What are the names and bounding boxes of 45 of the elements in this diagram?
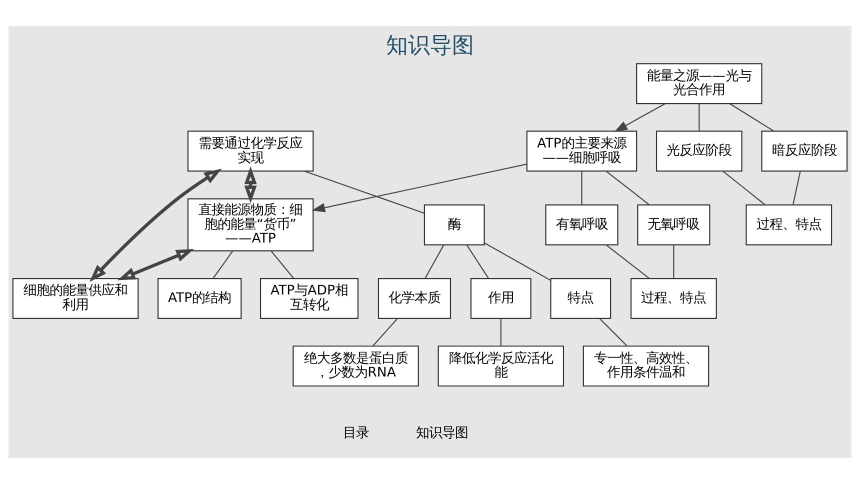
arrow: [244, 166, 257, 204]
node-box: 需要通过化学反应实现: [187, 130, 314, 172]
node-box: 光反应阶段: [656, 130, 742, 172]
node-box: ATP的结构: [158, 278, 242, 319]
connector: [500, 318, 502, 346]
connector: [212, 250, 234, 279]
connector: [372, 318, 398, 346]
node-box: 暗反应阶段: [761, 130, 848, 172]
label: 知识导图: [416, 426, 468, 442]
node-box: 专一性、高效性、作用条件温和: [582, 346, 710, 387]
node-box: 化学本质: [378, 278, 452, 319]
node-box: 无氧呼吸: [637, 204, 710, 246]
connector: [270, 250, 294, 279]
connector: [698, 104, 700, 131]
node-box: 直接能源物质：细胞的能量“货币”——ATP: [187, 198, 314, 252]
connector: [581, 171, 582, 205]
node-box: 有氧呼吸: [545, 204, 618, 246]
connector: [673, 245, 674, 278]
connector: [606, 170, 650, 206]
node-box: 作用: [470, 278, 532, 319]
label: 目录: [342, 426, 369, 442]
connector: [466, 244, 489, 278]
node-box: 特点: [550, 278, 612, 319]
connector: [424, 244, 444, 278]
arrow: [312, 164, 527, 212]
node-box: 降低化学反应活化能: [438, 346, 564, 387]
node-box: ATP的主要来源——细胞呼吸: [526, 130, 638, 172]
connector: [304, 170, 425, 214]
connector: [599, 318, 628, 346]
connector: [606, 244, 650, 279]
connector: [722, 170, 766, 206]
node-box: 细胞的能量供应和利用: [12, 278, 139, 319]
node-box: 绝大多数是蛋白质，少数为RNA: [292, 346, 419, 387]
node-box: 过程、特点: [630, 278, 717, 319]
arrow: [117, 249, 194, 280]
arrow: [89, 168, 222, 282]
node-box: 过程、特点: [746, 204, 832, 246]
node-box: 酶: [424, 204, 485, 246]
connector: [792, 171, 801, 205]
connector: [729, 103, 774, 132]
arrow: [614, 103, 666, 132]
connector: [484, 242, 551, 281]
node-box: 能量之源——光与光合作用: [636, 63, 762, 104]
diagram-title: 知识导图: [386, 32, 474, 59]
node-box: ATP与ADP相互转化: [260, 278, 359, 319]
